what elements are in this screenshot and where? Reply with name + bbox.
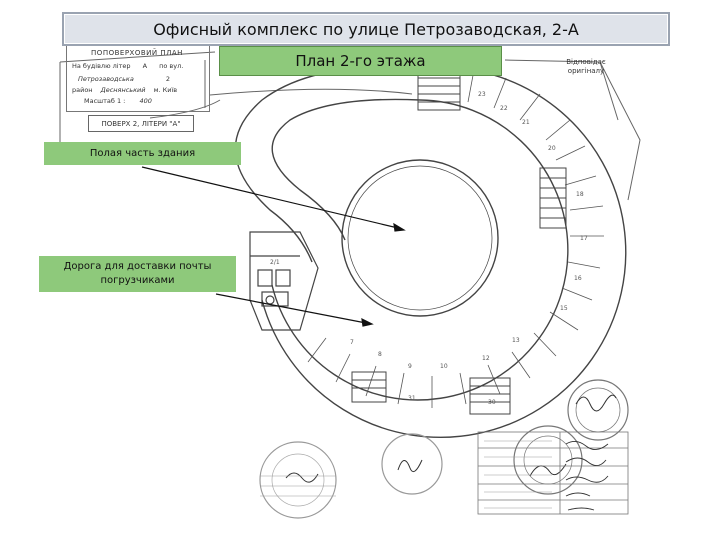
- svg-text:12: 12: [482, 355, 490, 362]
- plan-box-line1-suffix: по вул.: [159, 62, 184, 70]
- plan-box-line2: Петрозаводська 2: [78, 75, 170, 83]
- svg-text:20: 20: [548, 145, 556, 152]
- plan-box-line3-value: Деснянський: [100, 86, 146, 94]
- callout-hollow-label: Полая часть здания: [89, 147, 196, 159]
- floor-subtitle: План 2-го этажа: [219, 46, 502, 76]
- svg-text:17: 17: [580, 235, 588, 242]
- plan-box-line3: район Деснянський м. Київ: [72, 86, 177, 94]
- round-stamp: [259, 379, 629, 519]
- plan-box-line2-value: 2: [165, 75, 171, 83]
- svg-text:31: 31: [408, 395, 416, 402]
- plan-box-line1: На будівлю літер А по вул.: [72, 62, 183, 70]
- svg-text:30: 30: [488, 399, 496, 406]
- callout-road-label: Дорога для доставки почты погрузчиками: [63, 261, 212, 286]
- plan-box-line3-label: район: [72, 86, 93, 94]
- plan-box-title: ПОПОВЕРХОВИЙ ПЛАН: [91, 49, 183, 57]
- svg-text:23: 23: [478, 91, 486, 98]
- svg-text:9: 9: [408, 363, 412, 370]
- copy-certified-note: Відповідає оригіналу: [566, 58, 606, 75]
- callout-delivery-road: Дорога для доставки почты погрузчиками: [39, 256, 236, 292]
- svg-text:18: 18: [576, 191, 584, 198]
- svg-text:21: 21: [522, 119, 530, 126]
- svg-text:22: 22: [500, 105, 508, 112]
- svg-text:8: 8: [378, 351, 382, 358]
- svg-text:10: 10: [440, 363, 448, 370]
- svg-text:15: 15: [560, 305, 568, 312]
- svg-text:13: 13: [512, 337, 520, 344]
- page-title: Офисный комплекс по улице Петрозаводская…: [62, 12, 670, 46]
- plan-box-scale-value: 400: [139, 97, 152, 105]
- svg-text:16: 16: [574, 275, 582, 282]
- floor-letter-box: ПОВЕРХ 2, ЛІТЕРИ "А": [88, 115, 194, 132]
- svg-text:7: 7: [350, 339, 354, 346]
- plan-box-scale: Масштаб 1 : 400: [84, 97, 152, 105]
- callout-hollow-part: Полая часть здания: [44, 142, 241, 165]
- plan-box-scale-label: Масштаб 1 :: [84, 97, 126, 105]
- plan-box-line1-value: А: [142, 62, 148, 70]
- plan-box-line1-label: На будівлю літер: [72, 62, 131, 70]
- svg-text:2/1: 2/1: [270, 259, 280, 266]
- plan-box-line2-label: Петрозаводська: [78, 75, 134, 83]
- plan-box-line3-suffix: м. Київ: [153, 86, 178, 94]
